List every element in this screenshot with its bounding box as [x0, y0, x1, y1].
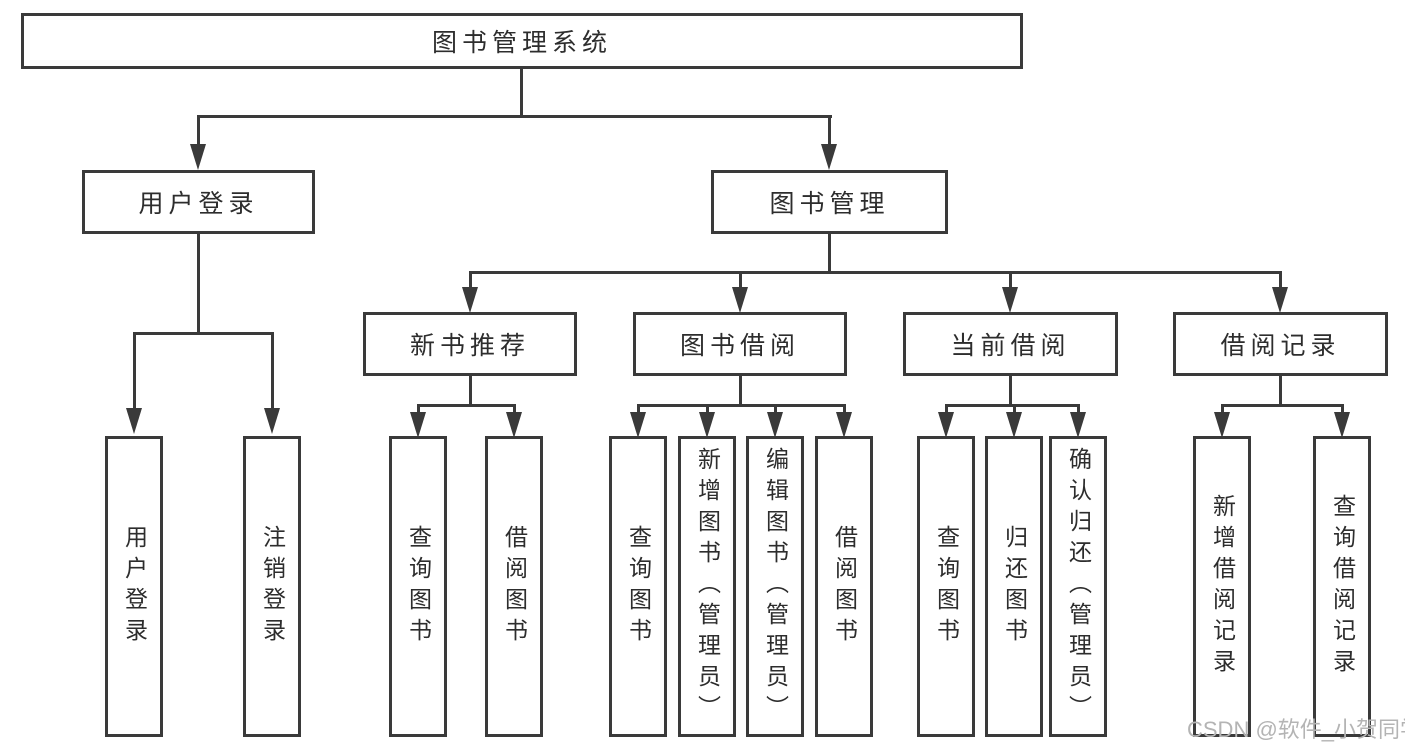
connector-bar	[945, 404, 1080, 407]
leaf-return-books: 归还图书	[985, 436, 1043, 737]
node-label: 图书管理系统	[431, 29, 612, 57]
leaf-label: 用户登录	[121, 524, 148, 649]
leaf-query-books-borrow: 查询图书	[609, 436, 667, 737]
connector-shaft	[1013, 404, 1016, 416]
node-label: 当前借阅	[950, 332, 1071, 360]
node-borrow-records: 借阅记录	[1173, 312, 1388, 376]
arrow-down-icon	[410, 412, 426, 438]
connector-bar	[417, 404, 516, 407]
leaf-label: 注销登录	[259, 524, 286, 649]
connector-shaft	[774, 404, 777, 416]
arrow-down-icon	[264, 408, 280, 434]
leaf-label: 归还图书	[1001, 524, 1028, 649]
leaf-label: 借阅图书	[501, 524, 528, 649]
arrow-down-icon	[126, 408, 142, 434]
connector-shaft	[828, 115, 831, 146]
connector-userlogin-stem	[197, 234, 200, 334]
connector-shaft	[417, 404, 420, 416]
connector-shaft	[1279, 271, 1282, 289]
arrow-down-icon	[1334, 412, 1350, 438]
leaf-add-borrow-record: 新增借阅记录	[1193, 436, 1251, 737]
arrow-down-icon	[836, 412, 852, 438]
csdn-watermark: CSDN @软件_小贺同学	[1187, 717, 1405, 742]
connector-shaft	[197, 115, 200, 146]
leaf-label: 查询图书	[625, 524, 652, 649]
leaf-query-books-recommend: 查询图书	[389, 436, 447, 737]
node-book-management: 图书管理	[711, 170, 948, 234]
connector-stem	[469, 374, 472, 406]
leaf-borrow-books-recommend: 借阅图书	[485, 436, 543, 737]
node-book-borrow: 图书借阅	[633, 312, 847, 376]
connector-shaft	[1341, 404, 1344, 416]
leaf-user-login: 用户登录	[105, 436, 163, 737]
node-label: 新书推荐	[409, 332, 530, 360]
connector-userlogin-bar	[133, 332, 274, 335]
leaf-label: 借阅图书	[831, 524, 858, 649]
leaf-label: 查询图书	[933, 524, 960, 649]
arrow-down-icon	[821, 144, 837, 170]
arrow-down-icon	[938, 412, 954, 438]
leaf-label: 编辑图书（管理员）	[762, 447, 789, 726]
node-new-book-recommend: 新书推荐	[363, 312, 577, 376]
arrow-down-icon	[462, 287, 478, 313]
connector-stem	[1009, 374, 1012, 406]
connector-shaft	[843, 404, 846, 416]
leaf-edit-books-admin: 编辑图书（管理员）	[746, 436, 804, 737]
node-library-management-system: 图书管理系统	[21, 13, 1023, 69]
arrow-down-icon	[1002, 287, 1018, 313]
connector-shaft	[513, 404, 516, 416]
leaf-query-books-current: 查询图书	[917, 436, 975, 737]
leaf-confirm-return-admin: 确认归还（管理员）	[1049, 436, 1107, 737]
connector-shaft	[1077, 404, 1080, 416]
leaf-label: 新增图书（管理员）	[694, 447, 721, 726]
arrow-down-icon	[190, 144, 206, 170]
node-label: 借阅记录	[1220, 332, 1341, 360]
arrow-down-icon	[699, 412, 715, 438]
node-label: 用户登录	[138, 190, 259, 218]
connector-stem	[1279, 374, 1282, 406]
connector-shaft	[637, 404, 640, 416]
arrow-down-icon	[1272, 287, 1288, 313]
connector-shaft	[469, 271, 472, 289]
leaf-logout: 注销登录	[243, 436, 301, 737]
connector-root-stem	[520, 68, 523, 118]
node-label: 图书借阅	[679, 332, 800, 360]
connector-level3-bar	[469, 271, 1282, 274]
connector-shaft	[1221, 404, 1224, 416]
node-label: 图书管理	[769, 190, 890, 218]
arrow-down-icon	[1070, 412, 1086, 438]
leaf-borrow-books: 借阅图书	[815, 436, 873, 737]
arrow-down-icon	[1214, 412, 1230, 438]
connector-shaft	[706, 404, 709, 416]
arrow-down-icon	[732, 287, 748, 313]
arrow-down-icon	[1006, 412, 1022, 438]
leaf-label: 查询图书	[405, 524, 432, 649]
connector-shaft	[1009, 271, 1012, 289]
connector-level2-bar	[197, 115, 832, 118]
connector-bar	[1221, 404, 1344, 407]
arrow-down-icon	[630, 412, 646, 438]
connector-shaft	[945, 404, 948, 416]
leaf-query-borrow-record: 查询借阅记录	[1313, 436, 1371, 737]
arrow-down-icon	[767, 412, 783, 438]
connector-shaft	[133, 332, 136, 410]
connector-shaft	[739, 271, 742, 289]
leaf-label: 查询借阅记录	[1329, 493, 1356, 680]
connector-shaft	[271, 332, 274, 410]
connector-stem	[739, 374, 742, 406]
arrow-down-icon	[506, 412, 522, 438]
node-current-borrow: 当前借阅	[903, 312, 1118, 376]
node-user-login: 用户登录	[82, 170, 315, 234]
connector-bookmgmt-stem	[828, 234, 831, 274]
leaf-add-books-admin: 新增图书（管理员）	[678, 436, 736, 737]
connector-bar	[637, 404, 846, 407]
leaf-label: 新增借阅记录	[1209, 493, 1236, 680]
leaf-label: 确认归还（管理员）	[1065, 447, 1092, 726]
